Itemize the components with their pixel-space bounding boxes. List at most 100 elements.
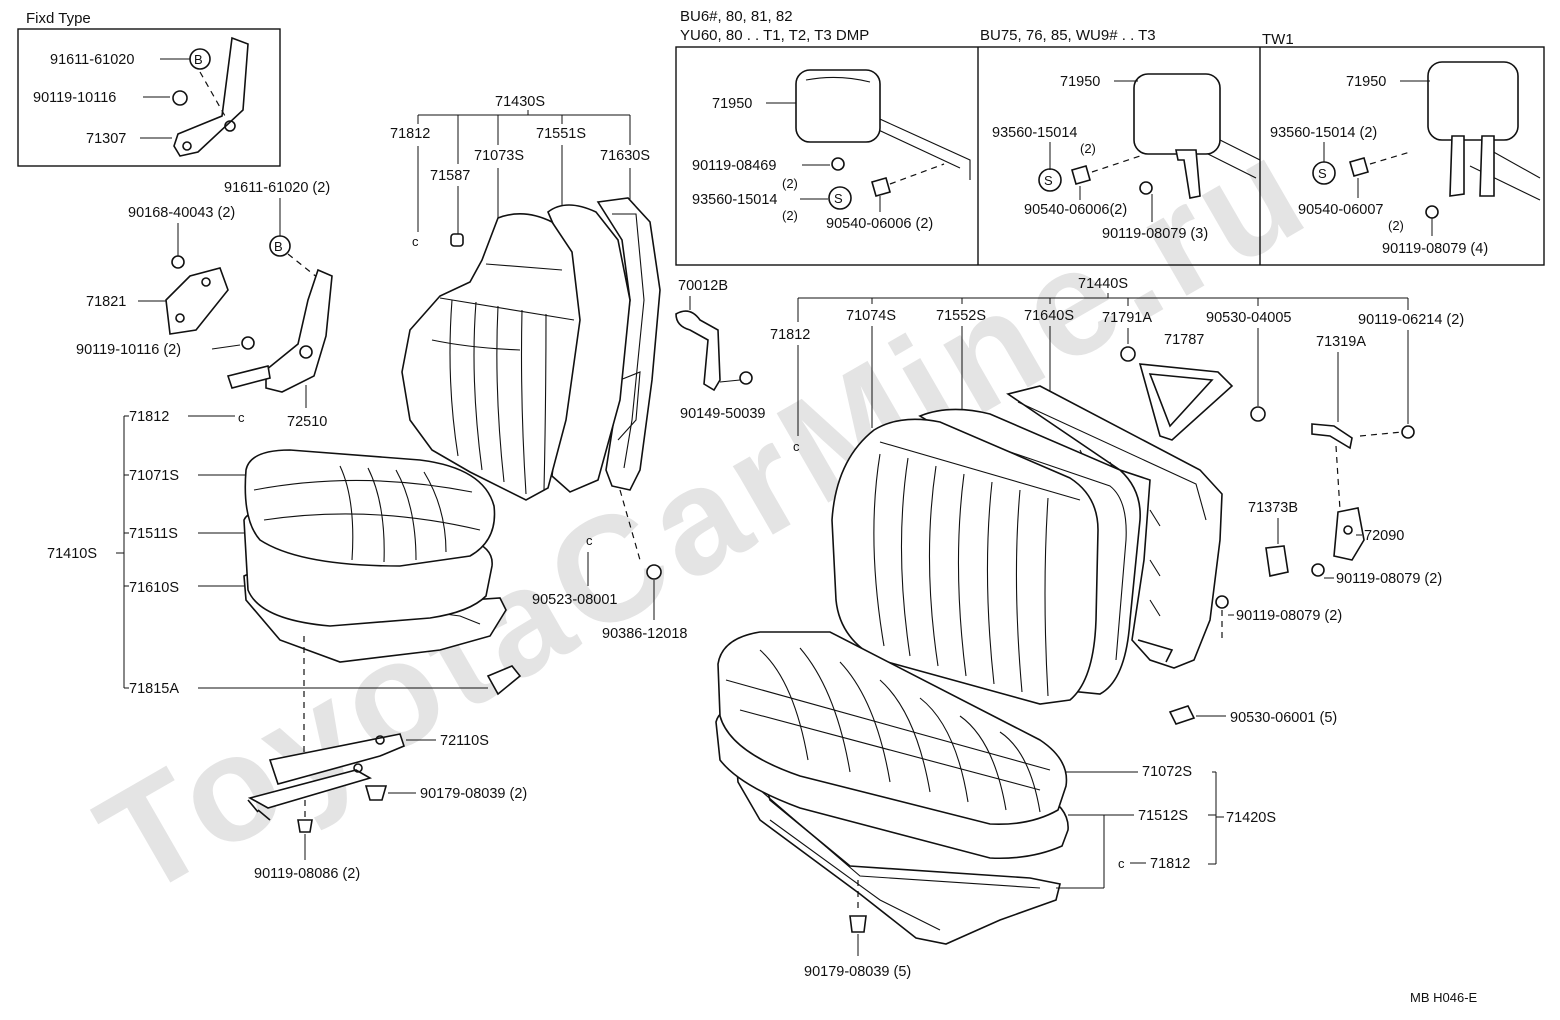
cushion-cover-71071S xyxy=(244,449,496,567)
nut-icon-2 xyxy=(364,785,388,801)
label-93560-15014-v3: 93560-15014 (2) xyxy=(1270,125,1377,141)
nut-icon xyxy=(646,564,662,580)
label-71815A: 71815A xyxy=(129,681,179,697)
panel-71787 xyxy=(1138,363,1234,441)
bench-back-cover-71074S xyxy=(831,418,1099,705)
label-90119-08079-2b: 90119-08079 (2) xyxy=(1236,608,1342,624)
adjuster-rail-upper xyxy=(268,733,405,785)
label-71812-a: 71812 xyxy=(390,126,430,142)
clip-s-letter-v2: S xyxy=(1044,173,1053,188)
seat-adjuster: c 90523-08001 90386-12018 72110S 90179-0… xyxy=(247,533,687,882)
label-71420S: 71420S xyxy=(1226,810,1276,826)
label-71074S: 71074S xyxy=(846,308,896,324)
label-71430S: 71430S xyxy=(495,94,545,110)
cover-71815A xyxy=(486,665,522,696)
drawing-code: MB H046-E xyxy=(1410,990,1478,1005)
label-90119-08079-2a: 90119-08079 (2) xyxy=(1336,571,1442,587)
label-72510: 72510 xyxy=(287,414,327,430)
clip-s-symbol-v1 xyxy=(828,186,852,210)
label-71610S: 71610S xyxy=(129,580,179,596)
label-71587: 71587 xyxy=(430,168,470,184)
screw-icon-v3 xyxy=(1425,205,1439,219)
clip-90530-06001 xyxy=(1168,705,1196,725)
bolt-icon-7 xyxy=(1215,595,1229,609)
screw-icon xyxy=(171,255,185,269)
label-71511S: 71511S xyxy=(129,526,178,542)
label-70012B: 70012B xyxy=(678,278,728,294)
label-90119-08086: 90119-08086 (2) xyxy=(254,866,360,882)
label-90530-04005: 90530-04005 xyxy=(1206,310,1291,326)
label-90119-10116-2: 90119-10116 (2) xyxy=(76,342,181,358)
qty-v3: (2) xyxy=(1388,218,1404,233)
guide-v1 xyxy=(871,177,891,197)
bench-cushion-cover-71072S xyxy=(717,631,1068,826)
headrest-71950-v2 xyxy=(1133,73,1221,155)
clip-s-symbol-v3 xyxy=(1312,161,1336,185)
label-93560-15014-v1: 93560-15014 xyxy=(692,192,777,208)
nut-icon-3 xyxy=(849,915,867,933)
clip-c-icon-5: c xyxy=(1118,856,1125,871)
clip-c-icon: c xyxy=(412,234,419,249)
clip-s-symbol-v2 xyxy=(1038,168,1062,192)
clip-b-letter-2: B xyxy=(274,239,283,254)
fixed-type-inset: Fixd Type 91611-61020 B 90119-10116 7130… xyxy=(17,10,281,167)
label-72110S: 72110S xyxy=(440,733,489,749)
bench-seat-cushion: 71072S 71512S 71420S c 71812 90179-08039… xyxy=(715,631,1276,980)
headrest-71950-v1 xyxy=(795,69,881,143)
bolt-icon-3 xyxy=(297,819,313,833)
qty-v1a: (2) xyxy=(782,176,798,191)
label-71950-v2: 71950 xyxy=(1060,74,1100,90)
fixed-bracket xyxy=(173,36,249,157)
clip-c-icon-3: c xyxy=(586,533,593,548)
hinge-71319A xyxy=(1311,423,1353,450)
label-90168-40043: 90168-40043 (2) xyxy=(128,205,235,221)
label-90119-08079-3: 90119-08079 (3) xyxy=(1102,226,1208,242)
cover-71373B xyxy=(1265,545,1289,577)
recliner-pin xyxy=(226,365,271,389)
headrest-stay-v2 xyxy=(1175,149,1201,199)
clip-c-icon-2: c xyxy=(238,410,245,425)
fixed-type-header: Fixd Type xyxy=(26,10,91,27)
label-71812-b: 71812 xyxy=(129,409,169,425)
qty-v2: (2) xyxy=(1080,141,1096,156)
headrest-71950-v3 xyxy=(1427,61,1519,141)
guide-v2 xyxy=(1071,165,1091,185)
label-90540-06006-v2: 90540-06006(2) xyxy=(1024,202,1127,218)
label-71812-c: 71812 xyxy=(770,327,810,343)
label-71319A: 71319A xyxy=(1316,334,1366,350)
clip-b-letter: B xyxy=(194,52,203,67)
front-seat-cushion: 71812 c 71071S 71511S 71410S 71610S 7181… xyxy=(47,409,522,760)
label-90386-12018: 90386-12018 xyxy=(602,626,687,642)
label-71072S: 71072S xyxy=(1142,764,1192,780)
bracket-70012B-group: 70012B 90149-50039 xyxy=(675,278,765,422)
bolt-icon-2 xyxy=(241,336,255,350)
variant-header-1a: BU6#, 80, 81, 82 xyxy=(680,8,793,25)
bracket-70012B xyxy=(675,310,721,392)
clip-b-symbol xyxy=(189,48,211,70)
label-71791A: 71791A xyxy=(1102,310,1152,326)
bolt-icon-4 xyxy=(739,371,753,385)
adjuster-rail-lower xyxy=(247,769,373,809)
label-91611-61020-2: 91611-61020 (2) xyxy=(224,180,330,196)
label-71950-v3: 71950 xyxy=(1346,74,1386,90)
label-71440S: 71440S xyxy=(1078,276,1128,292)
label-90119-06214: 90119-06214 (2) xyxy=(1358,312,1464,328)
label-93560-15014-v2: 93560-15014 xyxy=(992,125,1077,141)
label-90119-10116: 90119-10116 xyxy=(33,90,116,106)
qty-v1b: (2) xyxy=(782,208,798,223)
label-71950-v1: 71950 xyxy=(712,96,752,112)
label-71630S: 71630S xyxy=(600,148,650,164)
guide-v3 xyxy=(1349,157,1369,177)
label-71410S: 71410S xyxy=(47,546,97,562)
clip-b-symbol-2 xyxy=(269,235,291,257)
variant-frame xyxy=(675,46,1545,266)
clip-90530 xyxy=(1250,406,1266,422)
label-71551S: 71551S xyxy=(536,126,586,142)
variant-header-1b: YU60, 80 . . T1, T2, T3 DMP xyxy=(680,27,869,44)
screw-icon-v1 xyxy=(831,157,845,171)
label-71307: 71307 xyxy=(86,131,126,147)
clip-c-icon-4: c xyxy=(793,439,800,454)
variant-header-3: TW1 xyxy=(1262,31,1294,48)
clip-s-letter-v3: S xyxy=(1318,166,1327,181)
